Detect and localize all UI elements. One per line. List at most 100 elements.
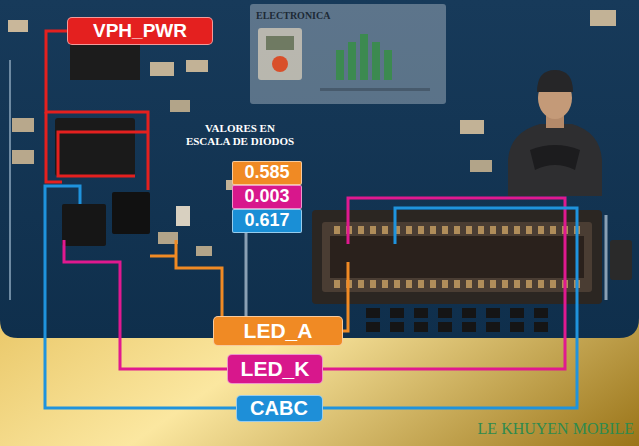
pads-below-connector xyxy=(534,322,548,332)
power-chips xyxy=(55,118,135,176)
net-name-box: VPH_PWR xyxy=(67,17,213,45)
led-k-trace xyxy=(64,198,565,369)
label-text: 0.003 xyxy=(244,187,289,207)
red-power-trace xyxy=(46,31,148,190)
power-chips xyxy=(55,40,150,246)
smd-components xyxy=(176,206,190,226)
connector-pins xyxy=(526,280,532,288)
connector-pins xyxy=(466,280,472,288)
led-k-trace xyxy=(323,198,565,369)
logo-panel xyxy=(384,50,392,80)
connector-pins xyxy=(430,226,436,234)
person-photo xyxy=(537,70,573,92)
connector-pins xyxy=(502,280,508,288)
connector-pins xyxy=(514,280,520,288)
pads-below-connector xyxy=(438,308,452,318)
label-text: VPH_PWR xyxy=(93,21,187,42)
logo-panel xyxy=(266,36,294,50)
smd-components xyxy=(196,246,212,256)
diode-value-box: 0.585 xyxy=(232,161,302,185)
diode-value-box: 0.003 xyxy=(232,185,302,209)
connector-pins xyxy=(478,226,484,234)
signal-label-box: LED_A xyxy=(213,316,343,346)
connector-pins xyxy=(454,226,460,234)
label-text: LED_K xyxy=(241,357,310,380)
connector-pins xyxy=(370,280,376,288)
board-to-board-connector xyxy=(312,210,602,304)
pads-below-connector xyxy=(486,322,500,332)
smd-components xyxy=(470,160,492,172)
red-power-trace xyxy=(58,132,148,176)
cabc-trace xyxy=(45,186,577,408)
led-k-trace xyxy=(64,240,227,369)
pads-below-connector xyxy=(462,308,476,318)
connector-pins xyxy=(430,280,436,288)
person-photo xyxy=(508,70,602,196)
connector-pins xyxy=(550,280,556,288)
label-text: LED_A xyxy=(244,319,313,342)
pcb-board xyxy=(0,0,639,338)
pads-below-connector xyxy=(510,308,524,318)
watermark: LE KHUYEN MOBILE xyxy=(478,420,634,438)
power-chips xyxy=(70,40,140,80)
diagram-title: VALORES EN ESCALA DE DIODOS xyxy=(182,122,298,148)
smd-components xyxy=(8,20,28,32)
connector-pins xyxy=(370,226,376,234)
cabc-trace xyxy=(45,186,236,408)
board-to-board-connector xyxy=(322,222,592,292)
signal-label-box: LED_K xyxy=(227,354,323,384)
pads-below-connector xyxy=(486,308,500,318)
connector-pins xyxy=(502,226,508,234)
connector-pins xyxy=(358,280,364,288)
connector-pins xyxy=(382,280,388,288)
pads-below-connector xyxy=(462,322,476,332)
connector-pins xyxy=(442,280,448,288)
connector-pins xyxy=(466,226,472,234)
diode-value-box: 0.617 xyxy=(232,209,302,233)
logo-panel xyxy=(250,4,446,104)
connector-pins xyxy=(358,226,364,234)
red-power-trace xyxy=(46,31,148,190)
metal-shield xyxy=(245,232,248,318)
pads-below-connector xyxy=(534,308,548,318)
logo-panel xyxy=(250,4,446,104)
connector-pins xyxy=(442,226,448,234)
logo-panel xyxy=(258,28,302,80)
connector-pins xyxy=(334,226,340,234)
logo-panel xyxy=(320,88,430,91)
led-a-trace xyxy=(343,262,348,331)
smd-components xyxy=(12,118,34,132)
label-text: 0.585 xyxy=(244,163,289,183)
logo-panel xyxy=(272,56,288,72)
label-text: 0.617 xyxy=(244,211,289,231)
metal-shield xyxy=(9,60,11,300)
label-text: CABC xyxy=(250,397,308,419)
connector-pins xyxy=(490,280,496,288)
smd-components xyxy=(610,240,632,280)
pads-below-connector xyxy=(414,308,428,318)
connector-pins xyxy=(526,226,532,234)
board-to-board-connector xyxy=(330,236,584,278)
connector-pins xyxy=(394,280,400,288)
pads-below-connector xyxy=(510,322,524,332)
pads-below-connector xyxy=(366,322,380,332)
connector-pins xyxy=(538,280,544,288)
pads-below-connector xyxy=(438,322,452,332)
connector-pins xyxy=(478,280,484,288)
power-chips xyxy=(112,192,150,234)
board-to-board-connector xyxy=(312,210,602,304)
smd-components xyxy=(170,100,190,112)
red-power-trace xyxy=(46,112,62,182)
power-chips xyxy=(62,204,106,246)
pads-below-connector xyxy=(390,322,404,332)
led-a-trace xyxy=(150,255,176,258)
connector-pins xyxy=(418,226,424,234)
pads-below-connector xyxy=(366,308,380,318)
connector-pins xyxy=(490,226,496,234)
pads-below-connector xyxy=(390,308,404,318)
connector-pins xyxy=(334,226,580,288)
smd-components xyxy=(150,62,174,76)
person-photo xyxy=(530,145,580,170)
connector-pins xyxy=(406,226,412,234)
